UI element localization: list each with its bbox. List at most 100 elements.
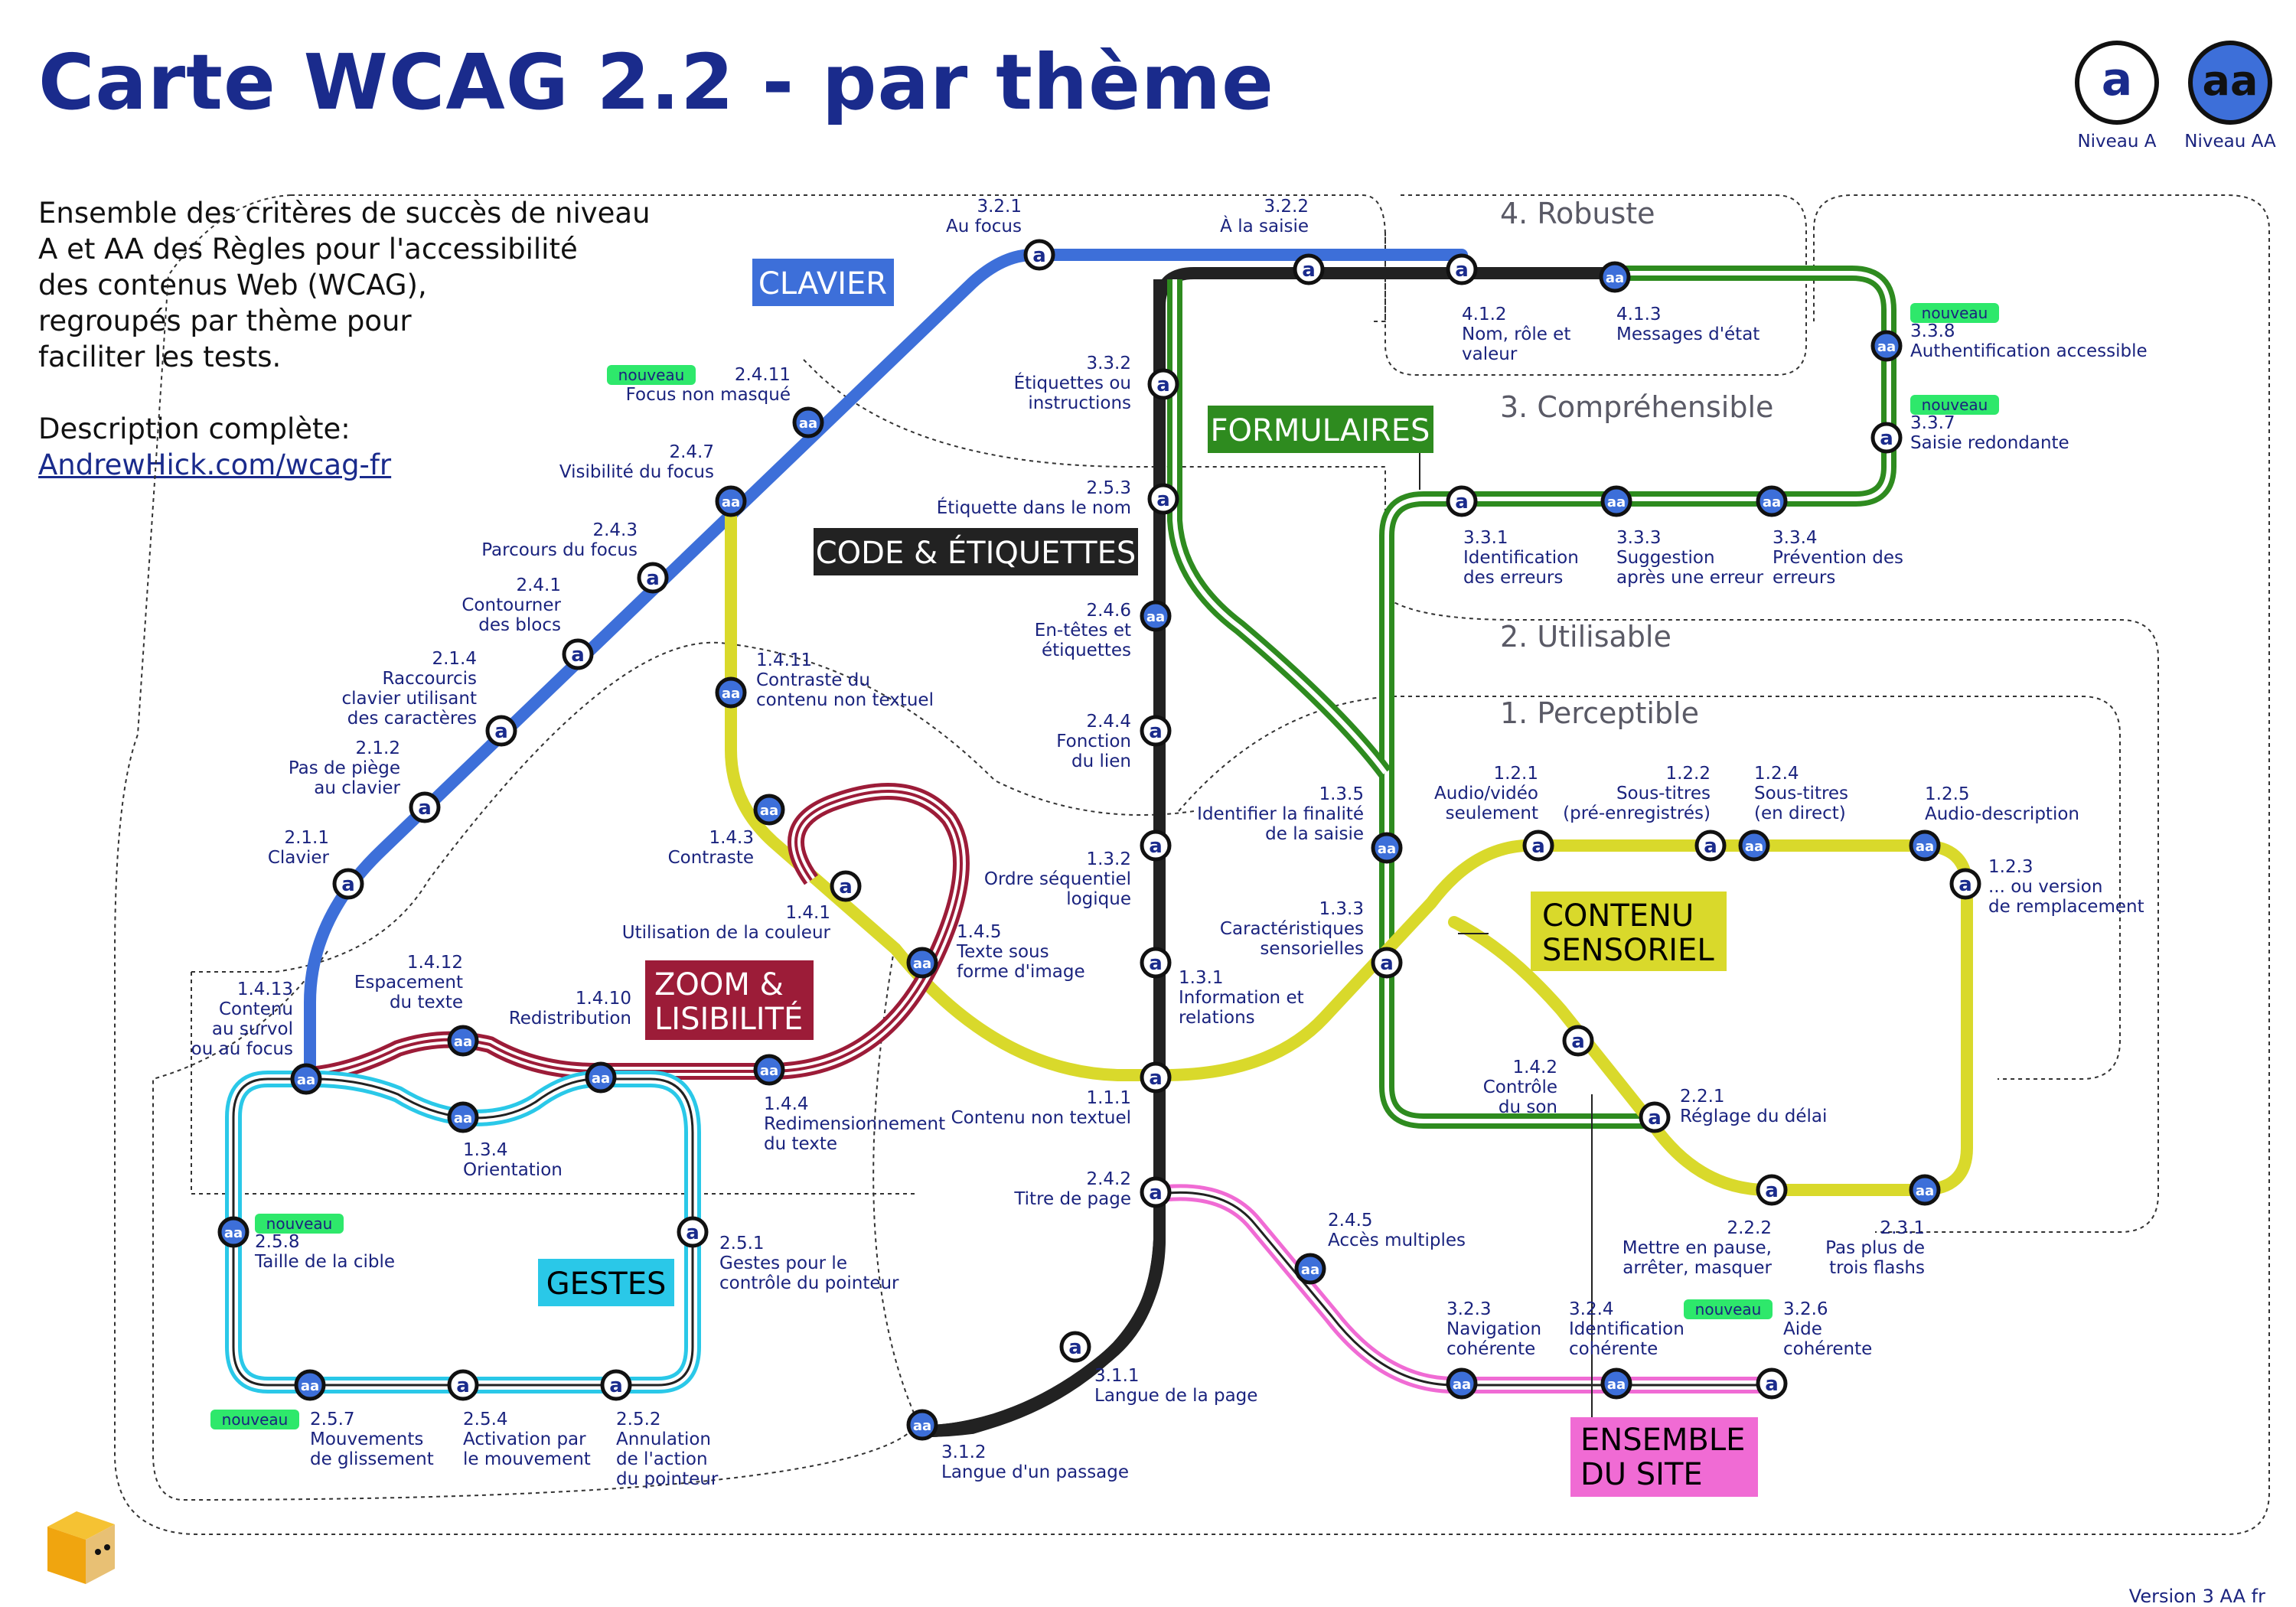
criterion-name: Au focus xyxy=(946,217,1022,236)
level-aa-symbol: aa xyxy=(1877,339,1896,355)
station-marker xyxy=(290,1063,322,1095)
station-marker xyxy=(585,1061,617,1094)
criterion-name: Sous-titres xyxy=(1616,784,1711,804)
station-c257: aa xyxy=(294,1369,326,1401)
criterion-name: Aide xyxy=(1783,1319,1822,1339)
station-c413: aa xyxy=(1599,261,1631,293)
station-marker xyxy=(217,1216,249,1248)
level-aa-symbol: aa xyxy=(722,494,740,510)
nouveau-badge-text: nouveau xyxy=(618,366,685,384)
station-c241: a xyxy=(562,638,594,670)
level-a-symbol: a xyxy=(1455,259,1469,282)
criterion-name: Sous-titres xyxy=(1754,784,1848,804)
level-a-symbol: a xyxy=(1958,873,1972,896)
station-marker xyxy=(1949,868,1981,900)
station-marker xyxy=(294,1369,326,1401)
station-c251: a xyxy=(677,1216,709,1248)
level-aa-symbol: aa xyxy=(1607,494,1626,510)
station-marker xyxy=(1738,830,1770,862)
station-c124: aa xyxy=(1738,830,1770,862)
nouveau-badge-text: nouveau xyxy=(266,1214,333,1233)
criterion-name: Fonction xyxy=(1056,732,1131,751)
criterion-number: 1.4.4 xyxy=(764,1094,809,1114)
level-aa-symbol: aa xyxy=(1607,1377,1626,1393)
level-aa-symbol: aa xyxy=(722,686,740,702)
criterion-name: Annulation xyxy=(616,1429,711,1449)
criterion-number: 3.3.2 xyxy=(1086,354,1131,373)
criterion-name: Contenu xyxy=(219,999,293,1019)
criterion-number: 4.1.3 xyxy=(1616,305,1662,324)
criterion-number: 1.3.3 xyxy=(1319,899,1364,919)
criterion-number: 2.1.2 xyxy=(355,738,400,758)
legend-level-aa-label: Niveau AA xyxy=(2184,132,2276,152)
criterion-number: 2.3.1 xyxy=(1880,1218,1925,1238)
criterion-name: de l'action xyxy=(616,1449,708,1469)
station-marker xyxy=(1059,1331,1091,1363)
station-marker xyxy=(600,1369,632,1401)
nouveau-badge: nouveau xyxy=(255,1214,344,1234)
station-marker xyxy=(1140,830,1172,862)
criterion-name: Étiquettes ou xyxy=(1014,372,1131,393)
station-marker xyxy=(637,562,669,594)
level-aa-symbol: aa xyxy=(454,1034,472,1050)
station-c222: a xyxy=(1756,1174,1788,1206)
station-marker xyxy=(562,638,594,670)
station-marker xyxy=(1600,485,1632,517)
criterion-name: Redimensionnement xyxy=(764,1114,945,1134)
level-aa-symbol: aa xyxy=(592,1071,610,1087)
station-marker xyxy=(447,1025,479,1057)
criterion-number: 2.5.3 xyxy=(1086,478,1131,498)
nouveau-badge-bg xyxy=(1684,1299,1773,1319)
station-marker xyxy=(332,868,364,900)
criterion-name: au survol xyxy=(212,1019,293,1039)
criterion-name: Taille de la cible xyxy=(254,1252,395,1272)
criterion-name: étiquettes xyxy=(1042,641,1131,660)
tag-zoom-2: LISIBILITÉ xyxy=(654,1000,803,1037)
station-marker xyxy=(1600,1367,1632,1400)
station-marker xyxy=(1371,832,1403,864)
line-contenu-sensoriel xyxy=(725,491,1973,1196)
station-marker xyxy=(753,794,785,826)
criterion-name: logique xyxy=(1066,889,1131,909)
station-marker xyxy=(1023,239,1055,271)
station-c243: a xyxy=(637,562,669,594)
intro-line: regroupés par thème pour xyxy=(38,305,412,337)
description-label: Description complète: xyxy=(38,412,351,445)
level-a-symbol: a xyxy=(1380,952,1394,975)
station-marker xyxy=(1562,1025,1594,1057)
nouveau-badge-bg xyxy=(607,365,696,385)
criterion-number: 1.4.11 xyxy=(756,650,812,670)
station-c244: a xyxy=(1140,715,1172,747)
station-c254: a xyxy=(447,1369,479,1401)
station-c412: a xyxy=(1446,253,1478,285)
station-c326: a xyxy=(1756,1367,1788,1400)
description-link[interactable]: AndrewHick.com/wcag-fr xyxy=(38,448,392,481)
level-aa-symbol: aa xyxy=(799,416,817,432)
level-aa-symbol: aa xyxy=(1146,609,1165,625)
criterion-number: 1.2.2 xyxy=(1665,764,1711,784)
level-aa-symbol: aa xyxy=(1453,1377,1471,1393)
station-c1412: aa xyxy=(447,1025,479,1057)
station-marker xyxy=(906,1409,938,1441)
criterion-name: du son xyxy=(1499,1097,1557,1117)
station-c134: aa xyxy=(447,1101,479,1133)
criterion-name: Raccourcis xyxy=(383,669,477,689)
criterion-name: Caractéristiques xyxy=(1220,919,1364,939)
station-c258: aa xyxy=(217,1216,249,1248)
criterion-name: (en direct) xyxy=(1754,804,1846,823)
nouveau-badge-text: nouveau xyxy=(1695,1300,1762,1319)
